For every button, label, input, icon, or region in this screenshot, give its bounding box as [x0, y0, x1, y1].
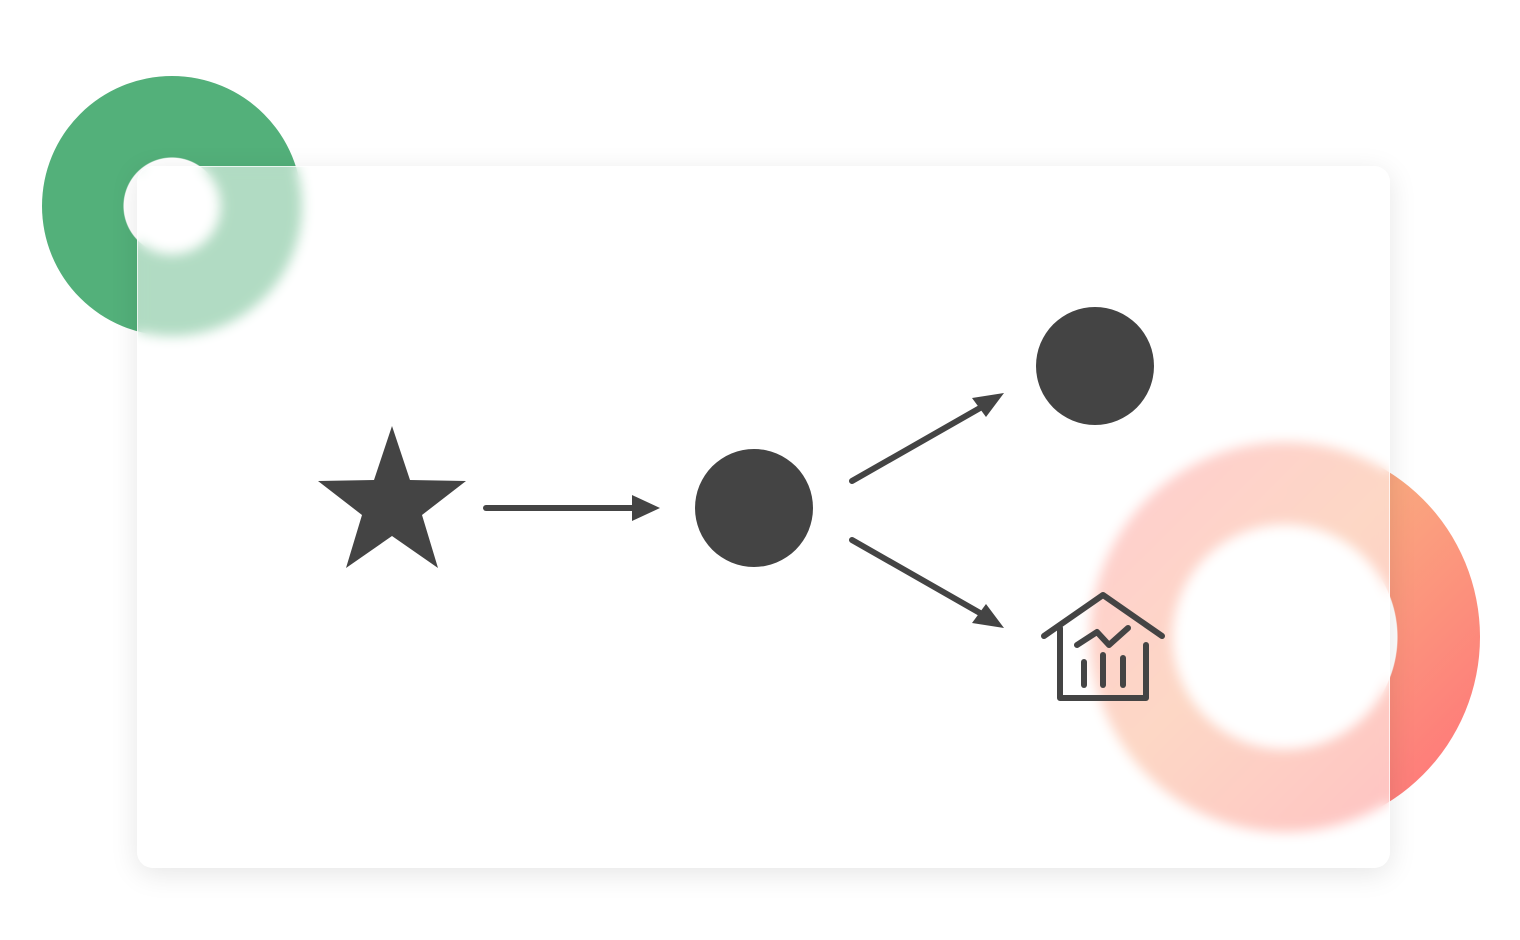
edge-source-to-hub: [483, 495, 660, 521]
hub-node: [695, 449, 813, 567]
edge-hub-to-bottom: [849, 537, 1004, 628]
star-icon: [318, 426, 466, 568]
edge-hub-to-top: [849, 393, 1004, 484]
house-chart-icon: [1041, 592, 1165, 701]
diagram-card: [137, 166, 1390, 868]
target-top-node: [1036, 307, 1154, 425]
